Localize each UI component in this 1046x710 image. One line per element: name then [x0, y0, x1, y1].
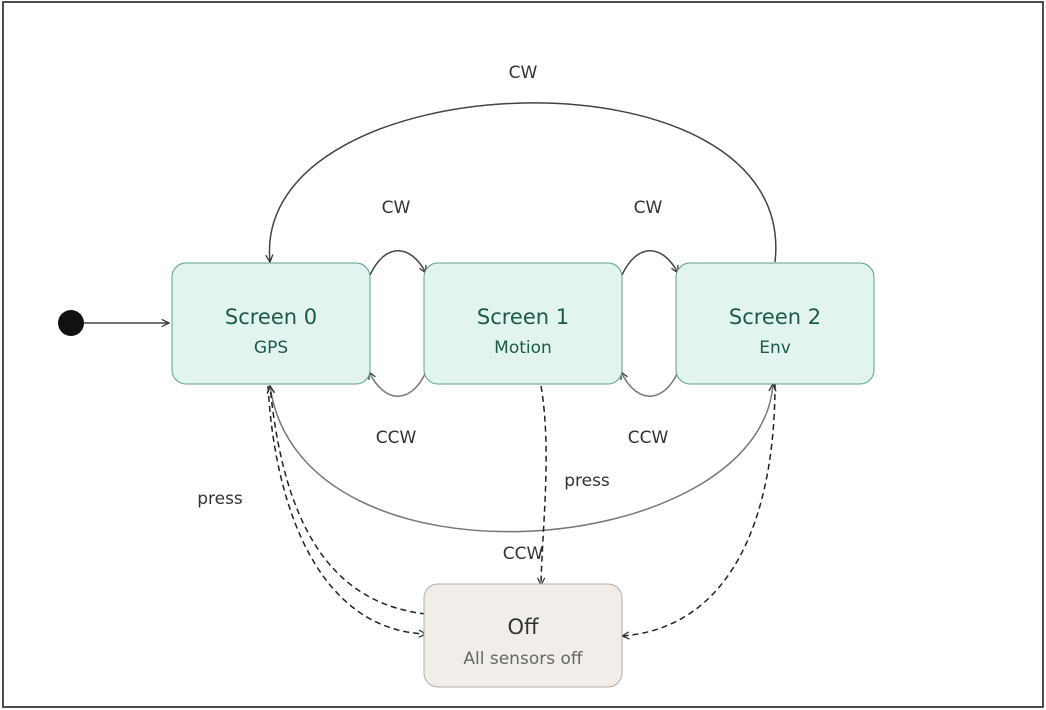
state-screen-2-subtitle: Env	[759, 338, 791, 358]
label-ccw-2-to-1: CCW	[628, 428, 669, 448]
state-off: Off All sensors off	[423, 583, 623, 688]
state-screen-2-box	[675, 262, 875, 385]
transition-press-2-to-off	[622, 383, 776, 636]
transition-ccw-1-to-0	[368, 372, 426, 397]
state-screen-2: Screen 2 Env	[675, 262, 875, 385]
transition-cw-1-to-2	[621, 250, 678, 276]
state-off-box	[423, 583, 623, 688]
state-screen-0-subtitle: GPS	[254, 338, 288, 358]
label-cw-1-to-2: CW	[634, 198, 663, 218]
state-screen-1-subtitle: Motion	[494, 338, 552, 358]
state-screen-1-box	[423, 262, 623, 385]
label-press-0-to-off: press	[197, 489, 243, 509]
state-screen-1: Screen 1 Motion	[423, 262, 623, 385]
state-screen-0: Screen 0 GPS	[171, 262, 371, 385]
transition-cw-2-to-0	[269, 102, 777, 262]
state-screen-1-title: Screen 1	[477, 305, 569, 329]
state-screen-0-title: Screen 0	[225, 305, 317, 329]
transition-ccw-0-to-2	[270, 384, 773, 533]
label-ccw-1-to-0: CCW	[376, 428, 417, 448]
transition-press-off-to-0	[270, 386, 427, 615]
transition-press-0-to-off	[267, 385, 426, 634]
transition-ccw-2-to-1	[620, 372, 678, 397]
label-press-1-to-off: press	[564, 471, 610, 491]
initial-state-dot	[58, 310, 84, 336]
label-ccw-0-to-2: CCW	[503, 544, 544, 564]
state-screen-0-box	[171, 262, 371, 385]
transition-press-1-to-off	[541, 385, 547, 585]
label-cw-2-to-0: CW	[509, 63, 538, 83]
transition-cw-0-to-1	[369, 250, 426, 276]
state-off-title: Off	[508, 615, 540, 639]
label-cw-0-to-1: CW	[382, 198, 411, 218]
state-off-subtitle: All sensors off	[463, 649, 583, 669]
state-screen-2-title: Screen 2	[729, 305, 821, 329]
